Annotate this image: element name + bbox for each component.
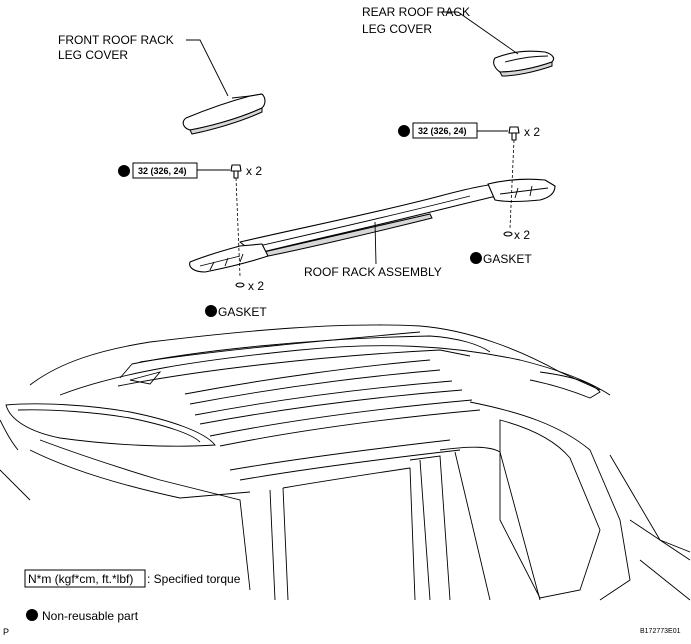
legend-torque-units: N*m (kgf*cm, ft.*lbf) <box>28 572 133 586</box>
rear-leg-cover <box>493 50 555 77</box>
legend-nonreusable-text: Non-reusable part <box>42 609 139 623</box>
right-torque-value: 32 (326, 24) <box>418 126 467 136</box>
left-bolt-qty: x 2 <box>246 164 262 178</box>
corner-letter: P <box>3 627 9 637</box>
rear-cover-leader <box>442 11 519 55</box>
rear-cover-label-line2: LEG COVER <box>362 22 432 36</box>
right-gasket-label: GASKET <box>483 252 532 266</box>
left-gasket-qty: x 2 <box>248 279 264 293</box>
left-torque-value: 32 (326, 24) <box>138 166 187 176</box>
assembly-label: ROOF RACK ASSEMBLY <box>304 265 442 279</box>
left-bolt-axis <box>235 177 241 277</box>
left-gasket <box>235 282 245 288</box>
right-gasket-marker <box>470 252 482 264</box>
vehicle-body <box>0 324 691 601</box>
left-nonreusable-marker <box>118 165 130 177</box>
assembly-leader <box>374 221 377 265</box>
legend-torque-desc: : Specified torque <box>147 572 241 586</box>
roof-rack-assembly <box>189 178 556 273</box>
left-gasket-label: GASKET <box>218 305 267 319</box>
left-gasket-marker <box>205 305 217 317</box>
right-gasket-qty: x 2 <box>514 228 530 242</box>
right-bolt <box>508 126 520 141</box>
front-cover-label-line2: LEG COVER <box>58 48 128 62</box>
legend-torque-box <box>24 569 146 588</box>
left-bolt <box>230 164 242 179</box>
front-cover-label-line1: FRONT ROOF RACK <box>58 33 174 47</box>
right-gasket <box>503 231 513 237</box>
legend-nonreusable-icon <box>26 609 38 621</box>
rear-cover-label-line1: REAR ROOF RACK <box>362 5 470 19</box>
right-bolt-qty: x 2 <box>524 125 540 139</box>
left-torque-box <box>132 162 198 179</box>
figure-code: B172773E01 <box>640 628 681 635</box>
right-torque-box <box>412 122 478 139</box>
front-leg-cover <box>182 93 266 135</box>
front-cover-leader <box>186 39 229 97</box>
right-nonreusable-marker <box>398 125 410 137</box>
